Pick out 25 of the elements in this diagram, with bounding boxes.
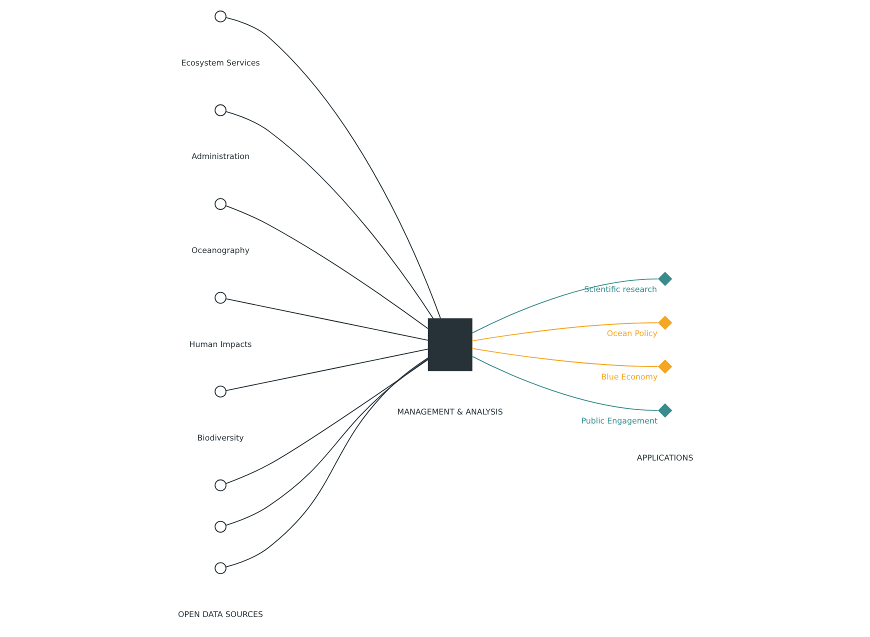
node-circle bbox=[214, 198, 226, 210]
node-circle bbox=[214, 386, 226, 398]
node-diamond bbox=[657, 316, 672, 330]
connector bbox=[225, 357, 428, 568]
connector bbox=[225, 205, 428, 330]
connector bbox=[225, 111, 434, 319]
connector bbox=[225, 298, 428, 341]
node-circle bbox=[214, 10, 226, 22]
connector bbox=[471, 348, 658, 368]
node-diamond bbox=[657, 272, 672, 286]
connector bbox=[224, 358, 428, 526]
connector bbox=[471, 322, 658, 342]
node-box bbox=[427, 318, 472, 372]
node-diamond bbox=[657, 403, 672, 418]
connector bbox=[471, 278, 658, 334]
connector bbox=[471, 356, 658, 411]
node-circle bbox=[214, 562, 226, 574]
connector bbox=[225, 359, 428, 484]
connector bbox=[225, 348, 428, 391]
node-diamond bbox=[657, 359, 672, 374]
node-circle bbox=[214, 104, 226, 116]
node-circle bbox=[214, 520, 226, 533]
connector bbox=[225, 17, 440, 319]
node-circle bbox=[214, 479, 226, 492]
node-circle bbox=[214, 292, 226, 304]
